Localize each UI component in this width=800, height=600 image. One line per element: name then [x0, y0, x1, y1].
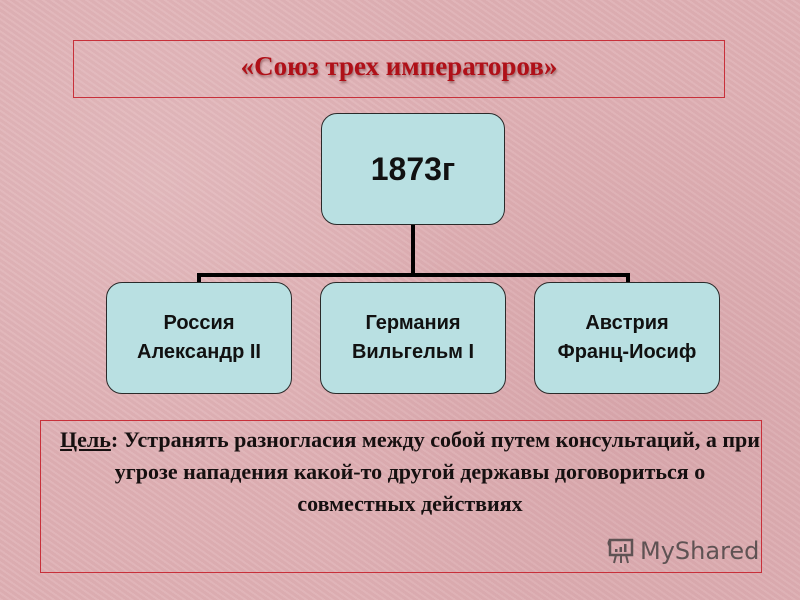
node-emperor: Александр II: [137, 341, 261, 363]
node-emperor: Вильгельм I: [351, 341, 475, 363]
root-node-year: 1873г: [321, 113, 505, 225]
goal-label: Цель: [60, 427, 111, 452]
node-country: Россия: [163, 312, 235, 334]
goal-separator: :: [110, 427, 124, 452]
node-russia: Россия Александр II: [106, 282, 292, 394]
connector-left-drop: [197, 273, 201, 283]
node-austria: Австрия Франц-Иосиф: [534, 282, 720, 394]
watermark: MyShared: [606, 536, 759, 566]
node-country: Австрия: [585, 312, 669, 334]
presentation-board-icon: [607, 538, 634, 564]
title-frame: «Союз трех императоров»: [73, 40, 725, 98]
node-germany: Германия Вильгельм I: [320, 282, 506, 394]
node-country: Германия: [365, 312, 461, 334]
goal-body: Устранять разногласия между собой путем …: [114, 427, 760, 516]
watermark-text: MyShared: [640, 537, 760, 565]
connector-vertical-root: [411, 225, 415, 277]
slide-title: «Союз трех императоров»: [240, 50, 558, 81]
node-emperor: Франц-Иосиф: [557, 341, 697, 363]
goal-frame: [40, 420, 762, 573]
connector-horizontal: [197, 273, 630, 277]
goal-paragraph: Цель: Устранять разногласия между собой …: [60, 424, 760, 520]
root-node-label: 1873г: [370, 150, 456, 187]
connector-right-drop: [626, 273, 630, 283]
